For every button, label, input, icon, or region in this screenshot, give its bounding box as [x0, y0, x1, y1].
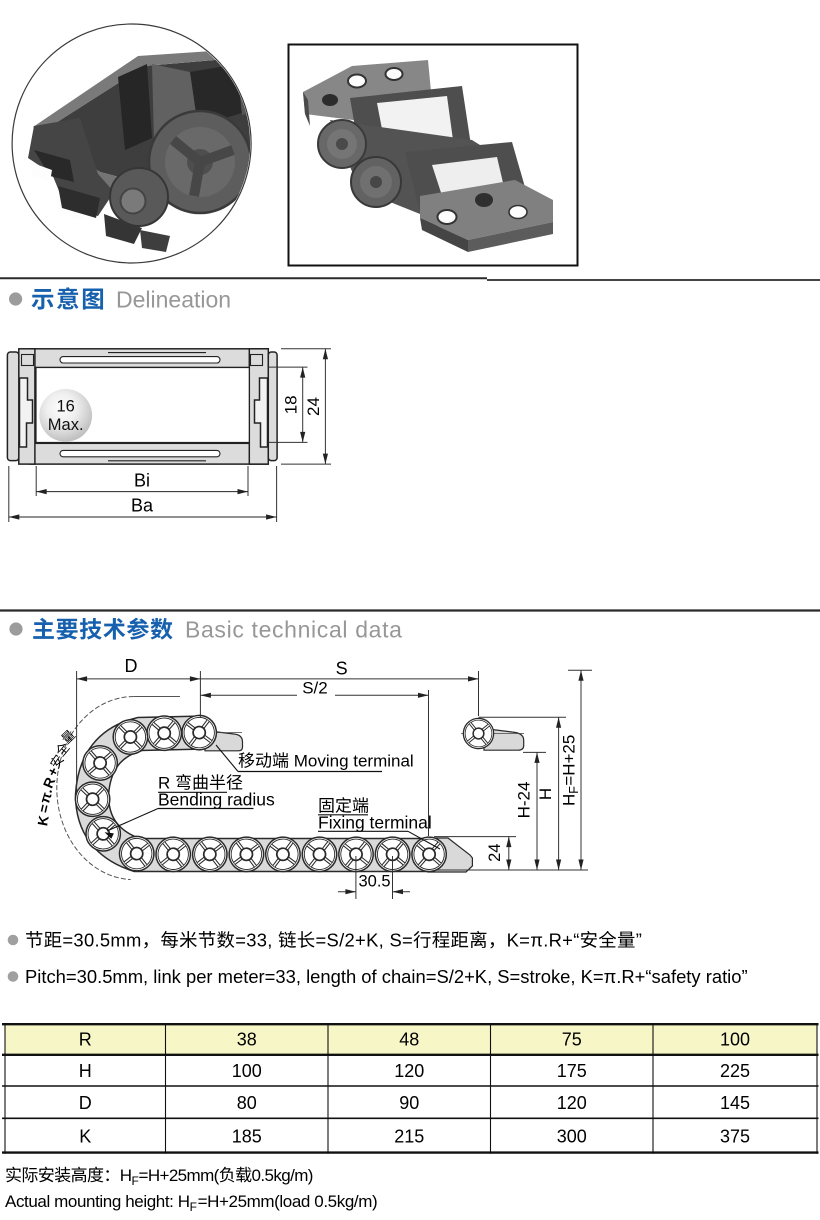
svg-text:120: 120 — [394, 1061, 424, 1081]
svg-text:Basic technical data: Basic technical data — [185, 617, 403, 643]
svg-text:Ba: Ba — [131, 496, 154, 516]
svg-text:Max.: Max. — [48, 416, 84, 434]
svg-text:F: F — [567, 786, 581, 794]
svg-text:Fixing terminal: Fixing terminal — [318, 813, 432, 833]
svg-text:Bending radius: Bending radius — [158, 790, 275, 810]
svg-text:Delineation: Delineation — [116, 287, 231, 313]
svg-text:R: R — [79, 1030, 92, 1050]
svg-text:H: H — [560, 794, 579, 806]
svg-text:D: D — [79, 1093, 92, 1113]
svg-text:300: 300 — [557, 1127, 587, 1147]
svg-text:24: 24 — [304, 397, 323, 416]
svg-text:100: 100 — [720, 1030, 750, 1050]
svg-text:0.5kg/m): 0.5kg/m) — [252, 1166, 313, 1185]
svg-text:=H+25mm(load 0.5kg/m): =H+25mm(load 0.5kg/m) — [198, 1192, 378, 1211]
svg-text:175: 175 — [557, 1061, 587, 1081]
svg-text:120: 120 — [557, 1093, 587, 1113]
svg-text:K=π.R+“: K=π.R+“ — [507, 930, 580, 951]
svg-text:375: 375 — [720, 1127, 750, 1147]
svg-text:18: 18 — [282, 395, 301, 414]
svg-text:.: . — [39, 786, 55, 795]
svg-text:F: F — [132, 1174, 139, 1188]
svg-text:S/2: S/2 — [302, 679, 328, 698]
svg-text:H: H — [536, 788, 555, 800]
svg-text:80: 80 — [237, 1093, 257, 1113]
svg-text:=S/2+K, S=: =S/2+K, S= — [316, 930, 414, 951]
svg-text:38: 38 — [237, 1030, 257, 1050]
svg-text:145: 145 — [720, 1093, 750, 1113]
svg-text:=H+25: =H+25 — [560, 735, 579, 786]
svg-text:16: 16 — [57, 398, 75, 416]
svg-text:Pitch=30.5mm, link per meter=3: Pitch=30.5mm, link per meter=33, length … — [25, 966, 748, 987]
svg-text:=33,: =33, — [235, 930, 278, 951]
svg-text:48: 48 — [399, 1030, 419, 1050]
svg-text:K: K — [34, 814, 52, 827]
svg-text:H-24: H-24 — [515, 782, 534, 819]
svg-text:D: D — [125, 656, 138, 676]
svg-text:H: H — [79, 1061, 92, 1081]
svg-text:185: 185 — [232, 1127, 262, 1147]
svg-text:S: S — [336, 659, 348, 679]
svg-text:H: H — [120, 1166, 132, 1185]
svg-text:”: ” — [636, 930, 642, 951]
svg-text:F: F — [190, 1200, 197, 1214]
svg-text:=30.5mm: =30.5mm — [62, 930, 141, 951]
svg-text:75: 75 — [562, 1030, 582, 1050]
svg-text:R: R — [158, 774, 175, 793]
svg-text:90: 90 — [399, 1093, 419, 1113]
svg-text:=: = — [35, 803, 52, 815]
svg-text:π: π — [36, 790, 55, 805]
svg-text:225: 225 — [720, 1061, 750, 1081]
svg-text:215: 215 — [394, 1127, 424, 1147]
svg-text:Actual mounting height: H: Actual mounting height: H — [5, 1192, 190, 1211]
svg-text:30.5: 30.5 — [359, 873, 391, 891]
svg-text:Moving terminal: Moving terminal — [289, 752, 414, 771]
svg-text:100: 100 — [232, 1061, 262, 1081]
svg-text:Bi: Bi — [134, 471, 150, 491]
svg-text:K: K — [79, 1127, 91, 1147]
svg-text:=H+25mm(: =H+25mm( — [139, 1166, 220, 1185]
svg-text:24: 24 — [486, 844, 504, 862]
